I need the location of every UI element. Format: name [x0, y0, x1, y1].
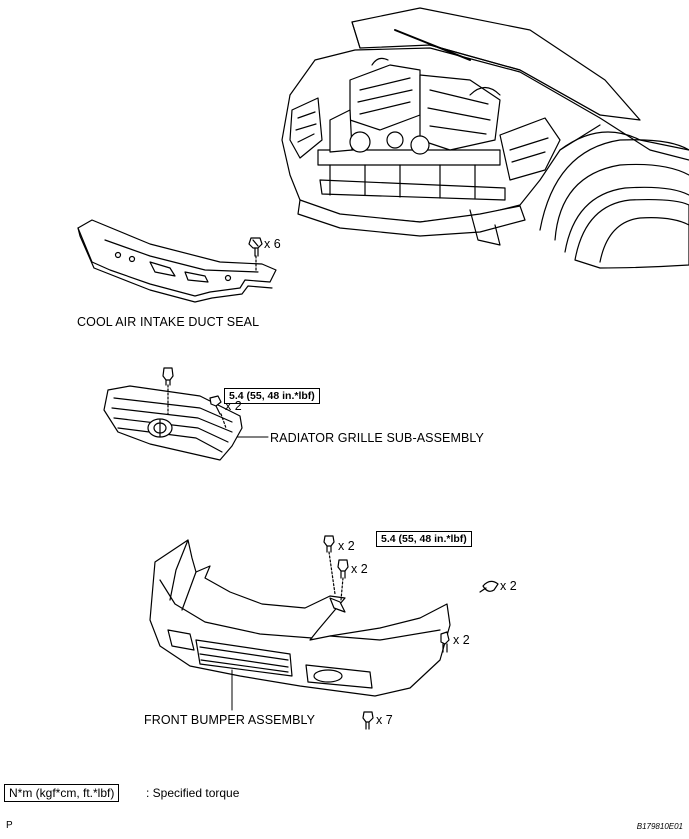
radiator-grille-illustration: [103, 367, 269, 461]
page-corner-letter: P: [6, 820, 13, 831]
bumper-second-screw-qty: x 2: [351, 562, 368, 576]
bumper-label: FRONT BUMPER ASSEMBLY: [144, 713, 316, 727]
screw-icon: [209, 395, 222, 415]
duct-seal-bolt-qty: x 6: [264, 237, 281, 251]
front-bumper-illustration: [149, 535, 499, 730]
duct-seal-illustration: [77, 219, 277, 303]
screw-icon: [337, 559, 349, 579]
clip-icon: [479, 580, 499, 593]
vehicle-front-illustration: [281, 7, 689, 269]
screw-icon: [362, 711, 374, 730]
grille-label: RADIATOR GRILLE SUB-ASSEMBLY: [270, 431, 484, 445]
torque-units-legend: N*m (kgf*cm, ft.*lbf): [4, 784, 120, 802]
clip-icon: [162, 367, 174, 386]
bumper-top-bolt-qty: x 2: [338, 539, 355, 553]
bumper-side-screw-qty: x 2: [453, 633, 470, 647]
torque-legend-text: : Specified torque: [146, 786, 240, 800]
bolt-icon: [248, 237, 263, 257]
grille-screw-qty: x 2: [225, 399, 242, 413]
bumper-clip-qty: x 2: [500, 579, 517, 593]
bolt-icon: [323, 535, 335, 553]
duct-seal-label: COOL AIR INTAKE DUCT SEAL: [77, 315, 260, 329]
bumper-bottom-screw-qty: x 7: [376, 713, 393, 727]
screw-icon: [440, 631, 450, 653]
figure-code: B179810E01: [636, 822, 683, 831]
bumper-torque-spec: 5.4 (55, 48 in.*lbf): [376, 531, 472, 547]
grille-torque-spec: 5.4 (55, 48 in.*lbf): [224, 388, 320, 404]
